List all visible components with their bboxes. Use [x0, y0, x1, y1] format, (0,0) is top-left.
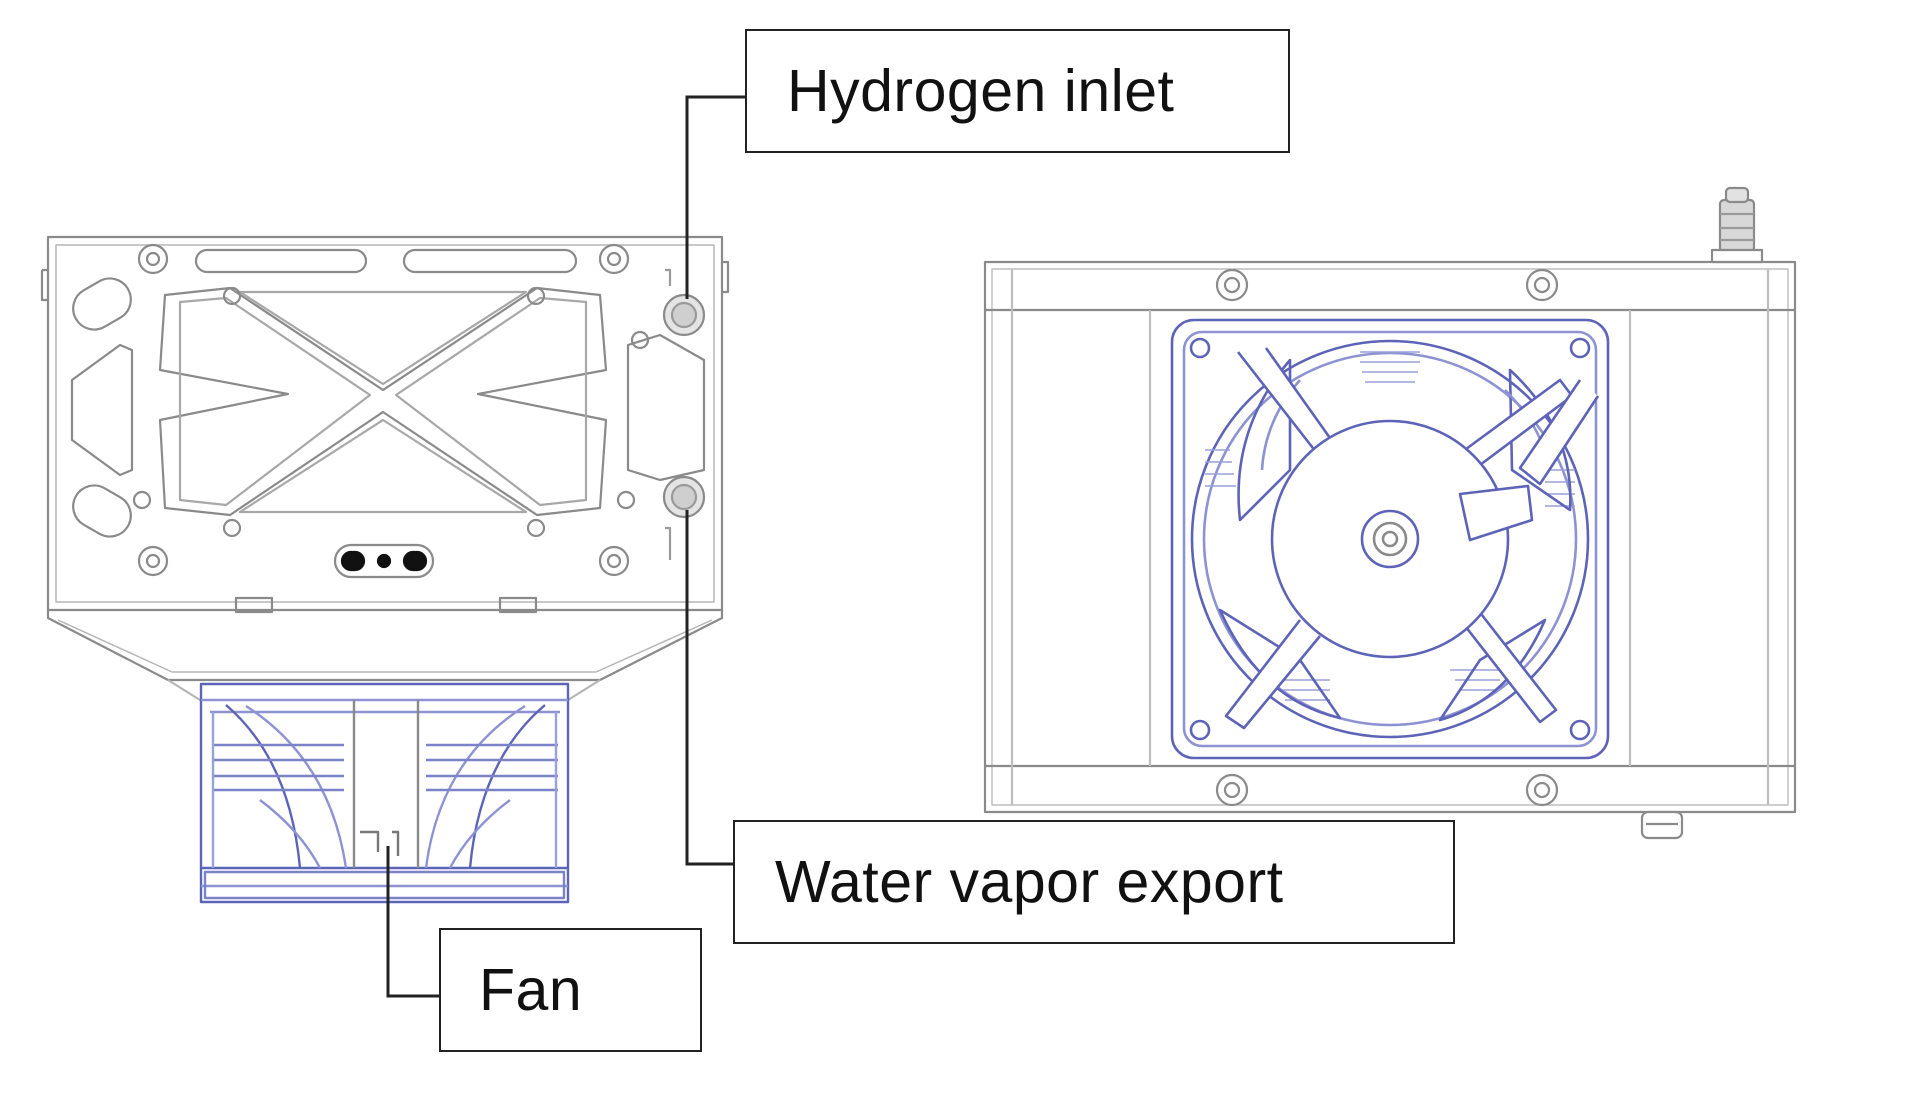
leader-hydrogen-inlet — [685, 95, 747, 299]
water-vapor-export-callout: Water vapor export — [733, 820, 1455, 944]
right-fan — [1170, 318, 1610, 760]
bolt-group — [137, 243, 630, 577]
fan-label: Fan — [479, 957, 583, 1023]
hydrogen-inlet-label: Hydrogen inlet — [787, 58, 1175, 124]
water-vapor-export-label: Water vapor export — [775, 849, 1284, 915]
right-stack-front-view — [983, 186, 1797, 840]
leader-lines — [386, 95, 747, 998]
leader-water-vapor-export — [685, 510, 735, 866]
leader-fan — [386, 846, 441, 998]
left-stack-side-view — [40, 235, 730, 706]
fan-callout: Fan — [439, 928, 702, 1052]
left-fan — [199, 682, 570, 904]
hydrogen-inlet-callout: Hydrogen inlet — [745, 29, 1290, 153]
